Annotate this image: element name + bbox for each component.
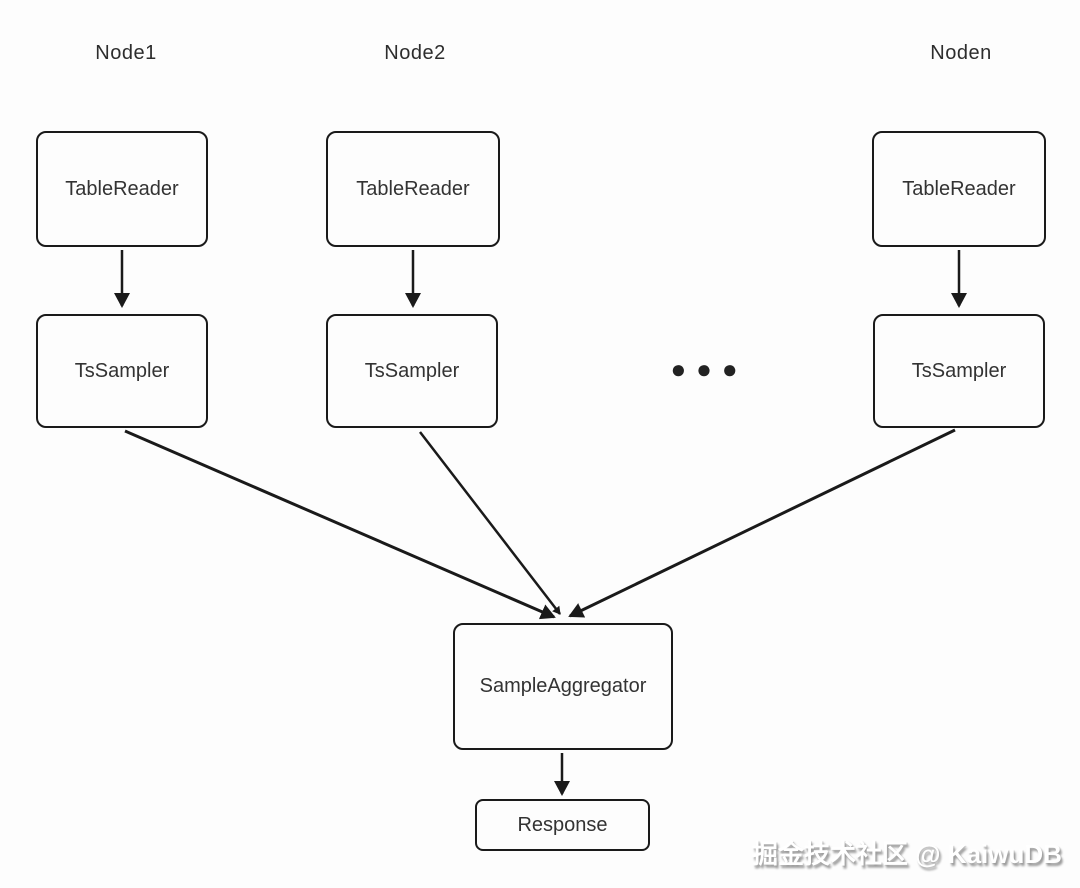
tssampler-box-node1: TsSampler [36, 314, 208, 428]
tssampler-box-noden: TsSampler [873, 314, 1045, 428]
response-label: Response [517, 813, 608, 836]
tablereader-box-node1: TableReader [36, 131, 208, 247]
column-label-node2: Node2 [384, 42, 446, 64]
arrow-tssampler3-to-aggregator [568, 428, 956, 618]
ellipsis-icon: ●●● [670, 354, 748, 384]
column-label-noden: Noden [930, 42, 992, 64]
watermark-text: 掘金技术社区 @ KaiwuDB [752, 839, 1062, 869]
tablereader-box-noden: TableReader [872, 131, 1046, 247]
sampleaggregator-label: SampleAggregator [479, 675, 647, 697]
tssampler-box-node2: TsSampler [326, 314, 498, 428]
arrow-tssampler2-to-aggregator [419, 431, 561, 615]
tssampler-label-node1: TsSampler [74, 359, 170, 382]
arrow-tssampler1-to-aggregator [124, 429, 556, 620]
tablereader-label-noden: TableReader [902, 177, 1016, 200]
sampleaggregator-box: SampleAggregator [453, 623, 673, 750]
tssampler-label-node2: TsSampler [364, 359, 460, 382]
tablereader-box-node2: TableReader [326, 131, 500, 247]
response-box: Response [475, 799, 650, 851]
tablereader-label-node2: TableReader [356, 177, 470, 200]
tssampler-label-noden: TsSampler [911, 359, 1007, 382]
column-label-node1: Node1 [95, 42, 157, 64]
tablereader-label-node1: TableReader [65, 177, 179, 200]
